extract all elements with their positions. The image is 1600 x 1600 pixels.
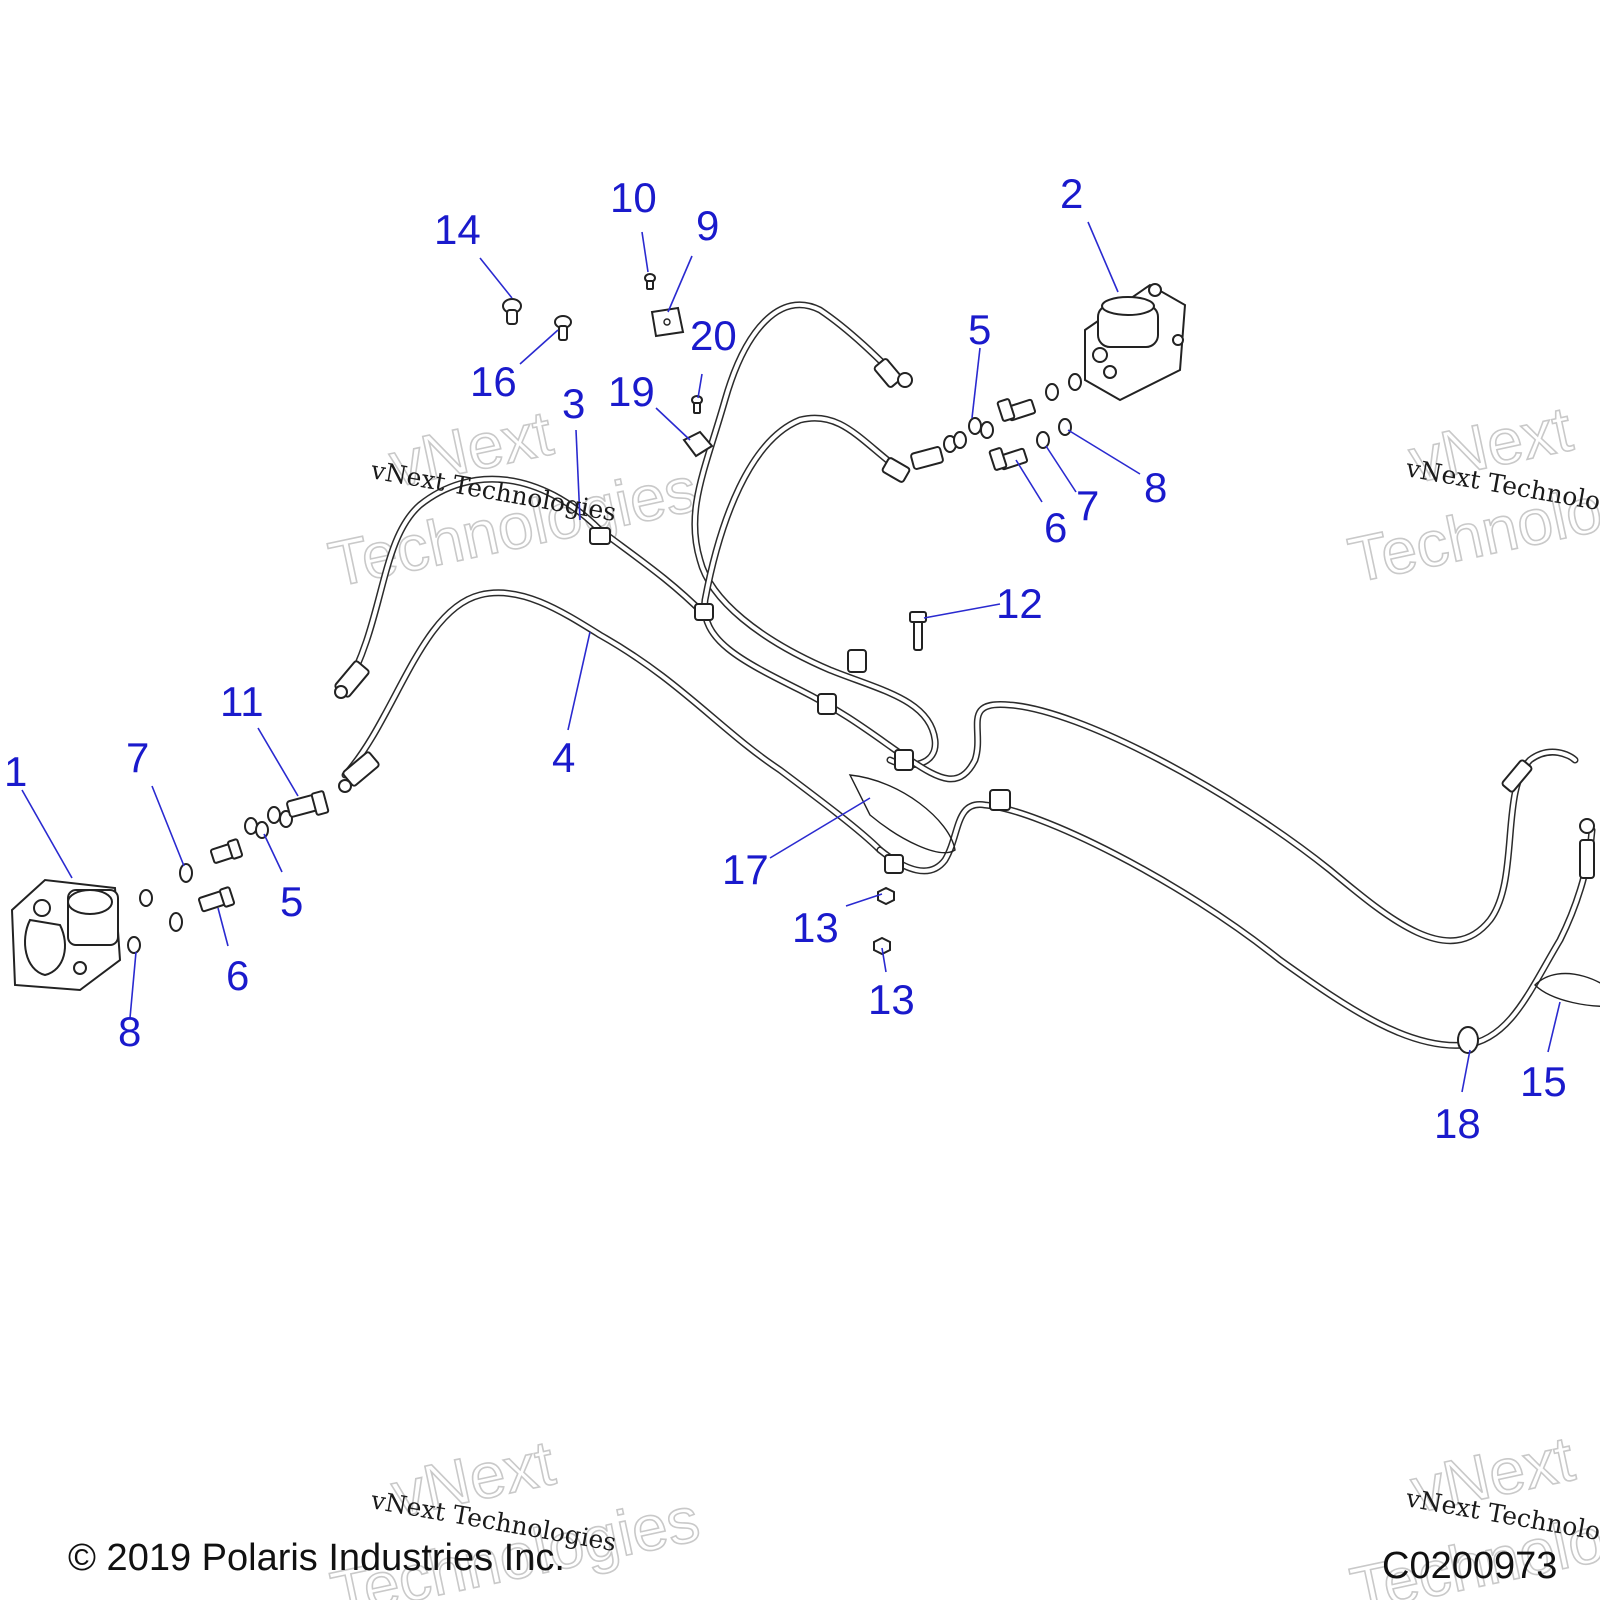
copyright-notice: © 2019 Polaris Industries Inc. bbox=[68, 1537, 565, 1579]
nut-13 bbox=[873, 936, 891, 956]
callout-10: 10 bbox=[610, 174, 657, 221]
callout-6-master: 6 bbox=[1044, 504, 1067, 551]
callout-14: 14 bbox=[434, 206, 481, 253]
washer-7 bbox=[1036, 431, 1050, 449]
callout-2: 2 bbox=[1060, 170, 1083, 217]
hose-clip bbox=[884, 854, 904, 874]
hose-clip bbox=[894, 749, 914, 771]
hose-fitting bbox=[881, 457, 911, 483]
callout-8-master: 8 bbox=[1144, 464, 1167, 511]
hose-clamp bbox=[1457, 1026, 1479, 1054]
screw-16 bbox=[554, 315, 572, 341]
callout-5-caliper: 5 bbox=[280, 878, 303, 925]
callout-9: 9 bbox=[696, 202, 719, 249]
bolt-12 bbox=[909, 611, 927, 651]
banjo-eye bbox=[334, 685, 348, 699]
sealing-washer-5 bbox=[255, 821, 269, 839]
callout-13-lower: 13 bbox=[868, 976, 915, 1023]
cable-tie-17 bbox=[848, 774, 956, 854]
clip-19 bbox=[682, 430, 714, 458]
callout-20: 20 bbox=[690, 312, 737, 359]
callout-7-master: 7 bbox=[1076, 482, 1099, 529]
banjo-eye bbox=[897, 372, 913, 388]
callout-5-master: 5 bbox=[968, 306, 991, 353]
bolt-6 bbox=[996, 398, 1037, 422]
callout-labels: 1 2 3 4 5 5 6 6 7 7 8 8 9 10 11 12 13 13… bbox=[4, 170, 1567, 1147]
sealing-washer-5 bbox=[980, 421, 994, 439]
washer-8 bbox=[139, 889, 153, 907]
master-cylinder-2 bbox=[1084, 283, 1187, 402]
callout-1: 1 bbox=[4, 748, 27, 795]
hose-clip bbox=[694, 603, 714, 621]
hose-clip bbox=[817, 693, 837, 715]
bolt-6 bbox=[988, 447, 1029, 471]
banjo-eye bbox=[1579, 818, 1595, 834]
screw-20 bbox=[691, 395, 703, 414]
banjo-eye bbox=[338, 779, 352, 793]
hose-fitting bbox=[1501, 759, 1533, 793]
washer-7 bbox=[169, 912, 183, 932]
callout-4: 4 bbox=[552, 734, 575, 781]
washer-7 bbox=[1045, 383, 1059, 401]
brake-hose-middle bbox=[701, 414, 1579, 945]
banjo-bolt bbox=[910, 446, 944, 470]
callout-18: 18 bbox=[1434, 1100, 1481, 1147]
sealing-washer-5 bbox=[953, 431, 967, 449]
washer-8 bbox=[127, 936, 141, 954]
brake-hose-4 bbox=[341, 589, 884, 854]
hose-clip bbox=[589, 527, 611, 545]
push-rivet-14 bbox=[502, 298, 522, 325]
leader-lines bbox=[21, 221, 1561, 1093]
banjo-bolt-11 bbox=[286, 790, 330, 818]
hose-clip bbox=[989, 789, 1011, 811]
callout-3: 3 bbox=[562, 380, 585, 427]
callout-6-caliper: 6 bbox=[226, 952, 249, 999]
callout-8-caliper: 8 bbox=[118, 1008, 141, 1055]
callout-11: 11 bbox=[220, 678, 264, 725]
callout-16: 16 bbox=[470, 358, 517, 405]
clip-9 bbox=[650, 306, 685, 338]
hose-clips bbox=[589, 527, 1479, 1054]
washer-7 bbox=[179, 863, 193, 883]
callout-13-upper: 13 bbox=[792, 904, 839, 951]
washer-8 bbox=[1058, 418, 1072, 436]
nut-13 bbox=[877, 886, 895, 906]
hose-clamp-loop-15 bbox=[1534, 972, 1600, 1007]
sealing-washer-5 bbox=[267, 806, 281, 824]
screw-10 bbox=[644, 273, 656, 290]
hose-fitting bbox=[1579, 839, 1595, 879]
hose-clip bbox=[847, 649, 867, 673]
bolt-6 bbox=[209, 838, 244, 864]
callout-7-caliper: 7 bbox=[126, 734, 149, 781]
callout-12: 12 bbox=[996, 580, 1043, 627]
washer-8 bbox=[1068, 373, 1082, 391]
hose-fittings bbox=[334, 358, 1595, 879]
callout-19: 19 bbox=[608, 368, 655, 415]
bolt-6 bbox=[197, 886, 236, 913]
figure-code: C0200973 bbox=[1382, 1545, 1557, 1587]
sealing-washer-5 bbox=[968, 417, 982, 435]
callout-15: 15 bbox=[1520, 1058, 1567, 1105]
callout-17: 17 bbox=[722, 846, 769, 893]
brake-caliper-1 bbox=[10, 878, 122, 992]
brake-hoses bbox=[341, 301, 1596, 1049]
hose-fitting bbox=[873, 358, 903, 388]
